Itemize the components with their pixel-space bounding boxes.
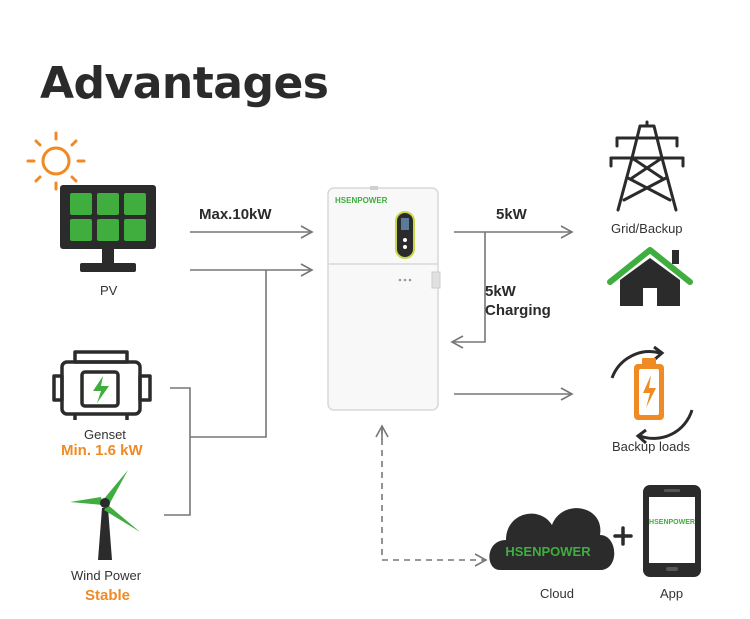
sun-icon — [26, 131, 86, 191]
pv-input-label: Max.10kW — [199, 206, 272, 223]
solar-panel-icon — [60, 185, 156, 272]
app-label: App — [660, 586, 684, 601]
page-title: Advantages — [40, 58, 329, 109]
grid-label: Grid/Backup — [611, 221, 683, 236]
cloud-label: Cloud — [540, 586, 574, 601]
plus-icon — [613, 526, 633, 546]
cloud-logo: HSENPOWER — [505, 544, 591, 559]
charging-label-line1: 5kW — [485, 283, 516, 300]
battery-cycle-icon — [610, 345, 694, 445]
charging-label-line2: Charging — [485, 302, 551, 319]
genset-link — [164, 387, 191, 516]
source-connectors — [164, 225, 314, 516]
cloud-link — [381, 428, 488, 567]
genset-wind-bus — [190, 270, 267, 438]
pylon-icon — [609, 120, 685, 212]
house-icon — [607, 247, 693, 306]
inverter-device — [327, 186, 441, 411]
app-logo: HSENPOWER — [649, 519, 695, 526]
phone-icon: HSENPOWER — [643, 485, 701, 577]
charging-arrow — [450, 232, 486, 349]
genset-note: Min. 1.6 kW — [61, 442, 143, 459]
genset-label: Genset — [84, 427, 126, 442]
device-brand: HSENPOWER — [335, 196, 388, 205]
genset-icon — [52, 350, 152, 420]
output-connectors — [375, 225, 574, 567]
pv-label: PV — [100, 283, 118, 298]
wind-label: Wind Power — [71, 568, 142, 583]
wind-turbine-icon — [70, 470, 140, 560]
loads-label: Backup loads — [612, 439, 691, 454]
cloud-icon: HSENPOWER — [489, 508, 615, 570]
grid-output-label: 5kW — [496, 206, 527, 223]
wind-note: Stable — [85, 587, 131, 604]
